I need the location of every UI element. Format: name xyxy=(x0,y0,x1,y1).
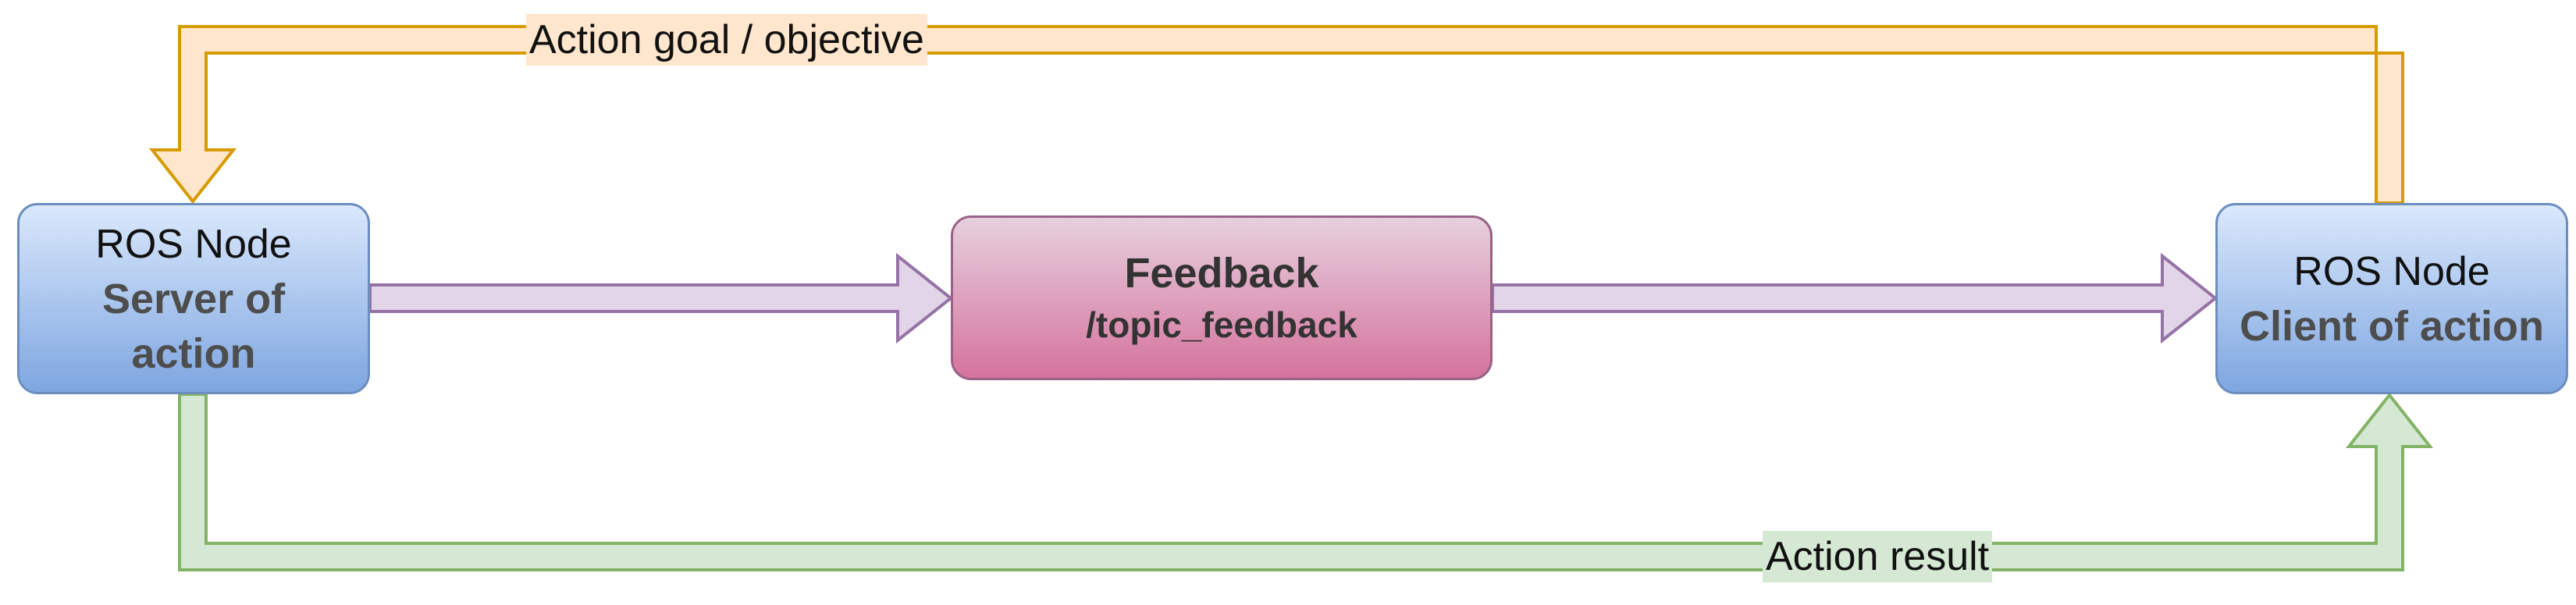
goal-edge-label: Action goal / objective xyxy=(526,14,927,66)
server-node: ROS Node Server of action xyxy=(17,203,370,394)
result-arrow xyxy=(178,392,2434,571)
feedback-topic-name: /topic_feedback xyxy=(1086,304,1357,345)
feedback-node-title: Feedback xyxy=(1124,249,1319,297)
goal-arrow xyxy=(148,25,2404,205)
client-node-role: Client of action xyxy=(2240,302,2544,350)
feedback-topic-node: Feedback /topic_feedback xyxy=(951,215,1493,380)
client-node: ROS Node Client of action xyxy=(2215,203,2568,394)
client-node-title: ROS Node xyxy=(2293,248,2490,294)
feedback-arrow-out xyxy=(1491,252,2218,344)
result-edge-label: Action result xyxy=(1763,531,1993,582)
server-node-role: Server of action xyxy=(101,275,286,377)
server-node-title: ROS Node xyxy=(95,221,292,267)
feedback-arrow-in xyxy=(368,252,954,344)
